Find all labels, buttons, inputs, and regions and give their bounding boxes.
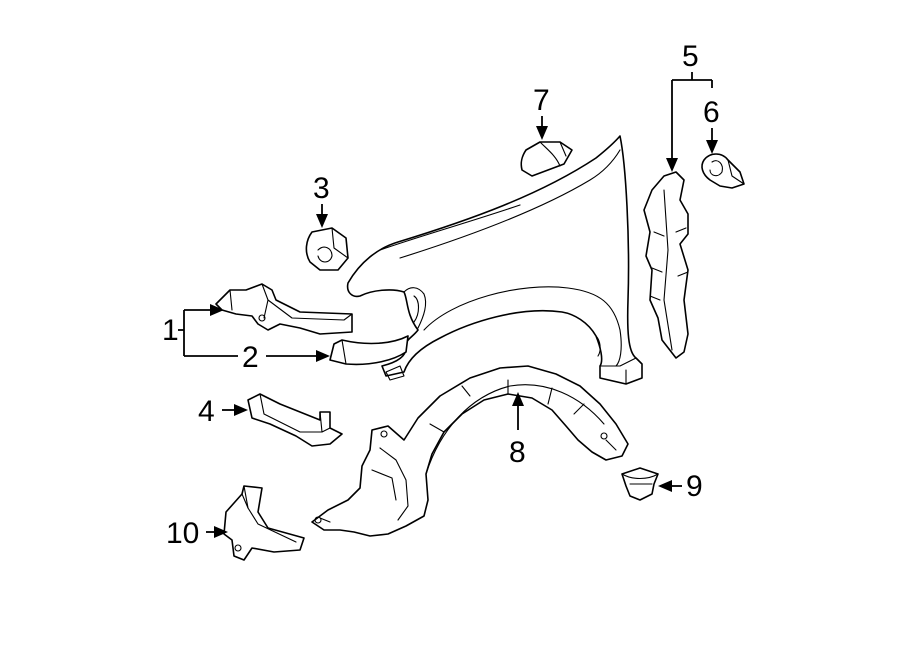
callout-9: 9 xyxy=(686,470,703,503)
callout-4: 4 xyxy=(198,395,215,428)
clip-part-7 xyxy=(520,141,573,177)
callout-2: 2 xyxy=(242,341,259,374)
callout-8: 8 xyxy=(509,436,526,469)
fender-liner-part-8 xyxy=(311,365,629,537)
callout-1: 1 xyxy=(162,314,179,347)
callout-5: 5 xyxy=(682,40,699,73)
clip-part-6 xyxy=(701,153,745,189)
push-clip-part-9 xyxy=(621,467,659,501)
callout-labels: 1 2 3 4 5 6 7 8 9 10 xyxy=(162,40,720,550)
clip-part-3 xyxy=(305,227,349,271)
fender-bracket-part-1 xyxy=(215,283,353,335)
callout-3: 3 xyxy=(313,172,330,205)
callout-6: 6 xyxy=(703,96,720,129)
callout-10: 10 xyxy=(166,517,199,550)
seal-part-5 xyxy=(643,171,689,359)
bracket-part-10 xyxy=(223,485,305,561)
fender-extension-part-2 xyxy=(329,335,409,381)
front-fender xyxy=(346,135,643,385)
callout-7: 7 xyxy=(533,84,550,117)
leader-lines xyxy=(178,72,718,538)
bracket-part-4 xyxy=(247,393,343,447)
